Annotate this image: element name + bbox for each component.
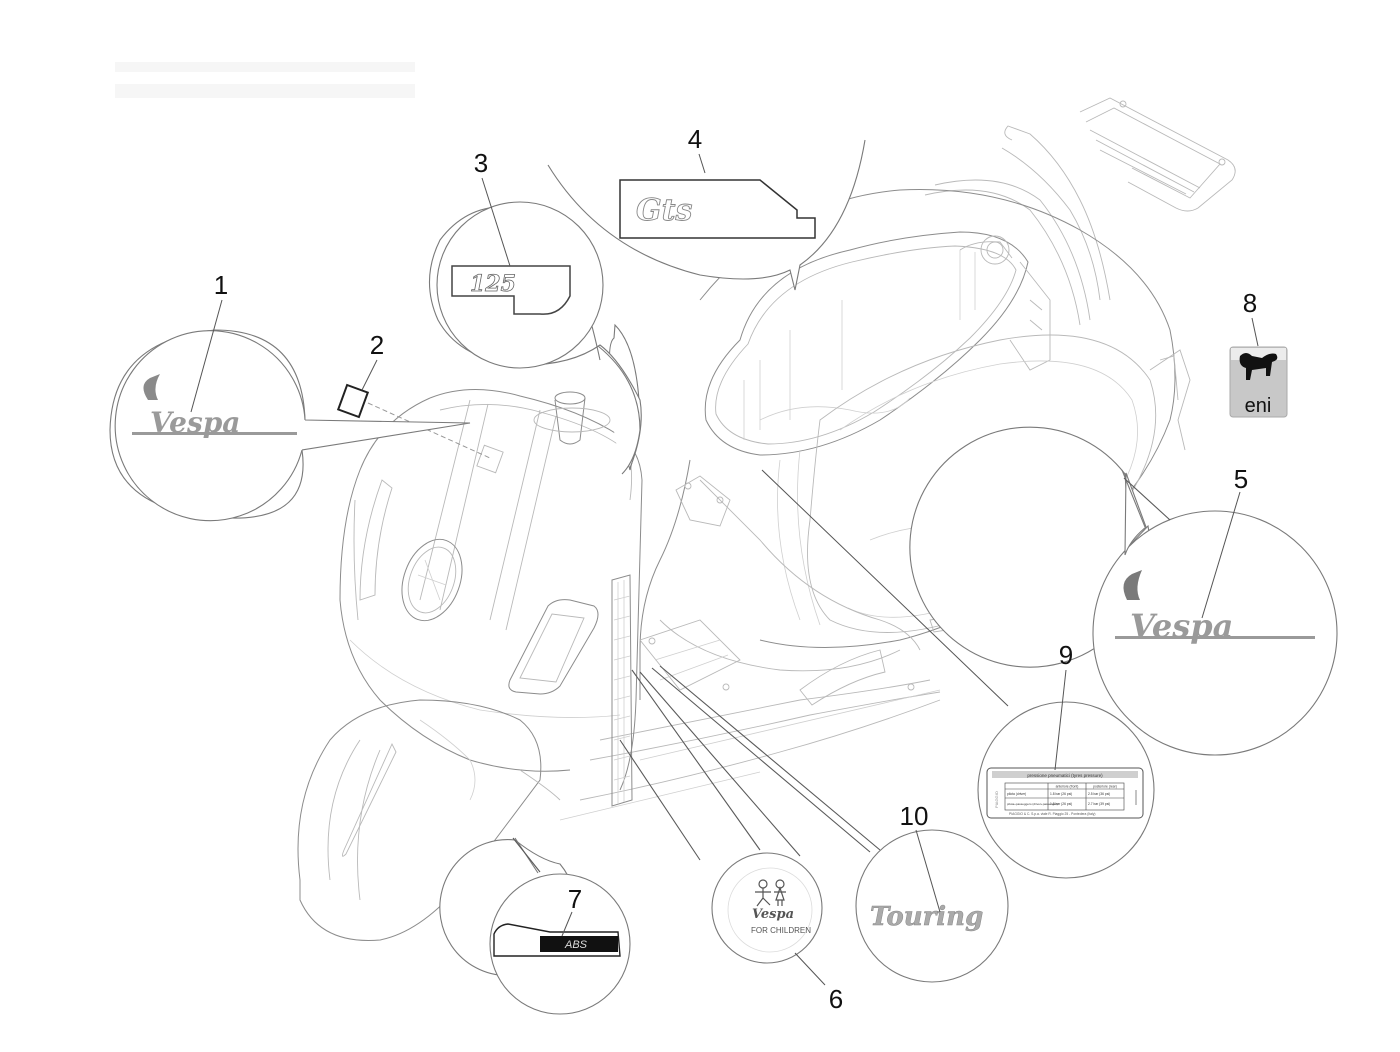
svg-text:pilota (driver): pilota (driver) (1007, 792, 1026, 796)
callout-number-8: 8 (1243, 288, 1257, 318)
svg-text:Vespa: Vespa (1130, 607, 1233, 645)
vespa-emblem-5: Vespa (1115, 570, 1315, 645)
front-shield (339, 389, 643, 791)
callout-10[interactable]: Touring 10 (855, 801, 1009, 983)
badge-text-gts: Gts (636, 193, 692, 228)
abs-text: ABS (564, 939, 588, 951)
children-subtext: FOR CHILDREN (751, 926, 811, 935)
floorboard (559, 459, 941, 821)
children-vespa-text: Vespa (752, 907, 794, 922)
badge-text-125: 125 (470, 271, 516, 297)
svg-text:1.8 bar (26 psi): 1.8 bar (26 psi) (1050, 792, 1072, 796)
front-mudguard (297, 699, 561, 941)
callout-number-4: 4 (688, 124, 702, 154)
callout-number-7: 7 (568, 884, 582, 914)
scooter-drawing (297, 97, 1236, 941)
touring-text: Touring (870, 902, 983, 932)
faint-watermark (115, 62, 415, 98)
callout-2[interactable]: 2 (336, 330, 384, 419)
badge-outline-4 (619, 179, 816, 239)
svg-text:2.5 bar (36 psi): 2.5 bar (36 psi) (1088, 792, 1110, 796)
eni-text: eni (1245, 395, 1272, 417)
callout-6[interactable]: Vespa FOR CHILDREN 6 (711, 852, 843, 1014)
callout-number-10: 10 (900, 801, 929, 831)
callout-4[interactable]: Gts 4 (547, 124, 866, 291)
children-figures-icon (755, 879, 786, 907)
side-grille (611, 574, 633, 807)
callout-8[interactable]: eni 8 (1229, 288, 1288, 418)
svg-text:PIAGGIO: PIAGGIO (994, 791, 999, 808)
abs-black-strip (540, 936, 618, 952)
svg-text:pressione pneumatici (tyres pr: pressione pneumatici (tyres pressure) (1027, 773, 1103, 778)
callout-1[interactable]: Vespa 1 (109, 270, 471, 522)
svg-text:2.7 bar (39 psi): 2.7 bar (39 psi) (1088, 802, 1110, 806)
callout-5[interactable]: Vespa 5 (909, 426, 1338, 756)
callout-number-1: 1 (214, 270, 228, 300)
callout-number-5: 5 (1234, 464, 1248, 494)
vespa-emblem-1: Vespa (132, 374, 297, 439)
leader-lines (512, 477, 1171, 873)
dog-logo-icon (1239, 353, 1278, 380)
callout-9[interactable]: pressione pneumatici (tyres pressure) an… (761, 469, 1155, 879)
callout-3[interactable]: 125 3 (428, 148, 642, 475)
tyre-pressure-label: pressione pneumatici (tyres pressure) an… (986, 767, 1144, 819)
badge-outline-3 (451, 265, 571, 315)
callout-number-9: 9 (1059, 640, 1073, 670)
callout-number-3: 3 (474, 148, 488, 178)
svg-text:PIAGGIO & C. S.p.a. viale R. P: PIAGGIO & C. S.p.a. viale R. Piaggio 25 … (1009, 812, 1096, 816)
svg-text:1.8 bar (26 psi): 1.8 bar (26 psi) (1050, 802, 1072, 806)
svg-text:posteriore (rear): posteriore (rear) (1093, 785, 1117, 789)
svg-text:pilota+passeggero (driver+pass: pilota+passeggero (driver+passenger) (1007, 802, 1058, 806)
callout-number-6: 6 (829, 984, 843, 1014)
rear-rack (924, 97, 1236, 326)
assembly-dash-line (367, 402, 491, 459)
storage-compartment (704, 231, 1051, 456)
svg-text:anteriore (front): anteriore (front) (1056, 785, 1079, 789)
callout-7[interactable]: ABS 7 (439, 837, 631, 1015)
callout-number-2: 2 (370, 330, 384, 360)
small-label-2 (336, 383, 370, 419)
